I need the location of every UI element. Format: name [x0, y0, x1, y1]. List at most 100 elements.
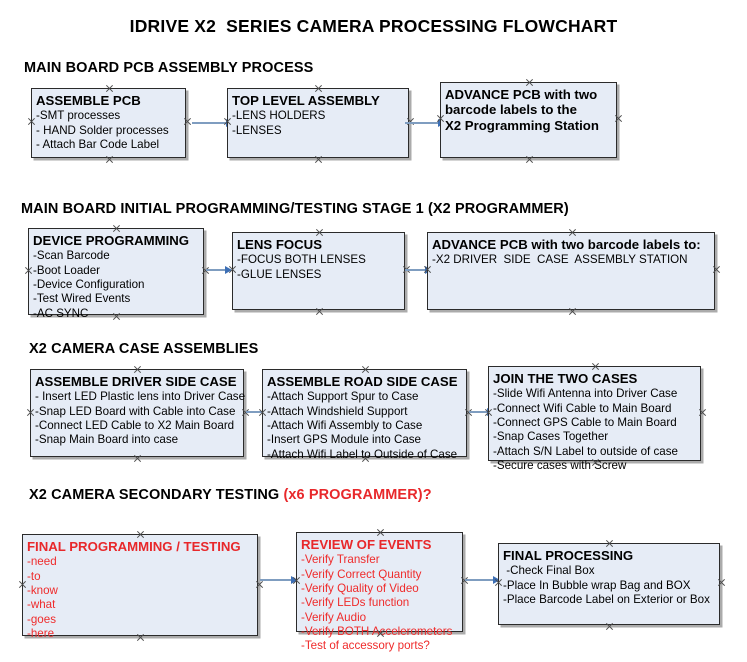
node-line: -Boot Loader: [33, 263, 101, 277]
node-line: -Connect LED Cable to X2 Main Board: [35, 418, 235, 432]
node-line: -Check Final Box: [503, 564, 595, 578]
node-line: -Snap LED Board with Cable into Case: [35, 404, 236, 418]
node-line: -GLUE LENSES: [237, 267, 322, 281]
node-final-processing[interactable]: FINAL PROCESSING -Check Final Box -Place…: [498, 543, 720, 625]
node-line: -Place In Bubble wrap Bag and BOX: [503, 578, 691, 592]
connection-handle-right[interactable]: [614, 114, 623, 123]
node-title: ADVANCE PCB with two barcode labels to t…: [445, 87, 599, 133]
node-assemble-pcb[interactable]: ASSEMBLE PCB -SMT processes - HAND Solde…: [31, 88, 186, 158]
node-join-the-two-cases[interactable]: JOIN THE TWO CASES -Slide Wifi Antenna i…: [488, 366, 701, 472]
connection-handle-top[interactable]: [315, 228, 324, 237]
node-assemble-driver-side-case[interactable]: ASSEMBLE DRIVER SIDE CASE - Insert LED P…: [30, 369, 246, 457]
node-line: - Insert LED Plastic lens into Driver Ca…: [35, 390, 246, 404]
connection-handle-top[interactable]: [591, 362, 600, 371]
node-title: JOIN THE TWO CASES: [493, 371, 638, 386]
node-line: -Connect GPS Cable to Main Board: [493, 415, 677, 429]
arrow-review-of-events-to-final-processing: [465, 575, 500, 584]
section-heading-accent: (x6 PROGRAMMER)?: [283, 487, 432, 503]
node-line: -Secure cases with Screw: [493, 458, 627, 472]
node-line: -Connect Wifi Cable to Main Board: [493, 401, 672, 415]
arrow-top-level-assembly-to-advance-pcb: [405, 118, 445, 127]
node-title: ASSEMBLE PCB: [36, 93, 141, 108]
connection-handle-top[interactable]: [605, 539, 614, 548]
node-line: -LENSES: [232, 123, 282, 137]
node-line: - HAND Solder processes: [36, 123, 169, 137]
node-title: ASSEMBLE DRIVER SIDE CASE: [35, 374, 237, 389]
node-title: ASSEMBLE ROAD SIDE CASE: [267, 374, 458, 389]
section-heading-main-board-initial-programming: MAIN BOARD INITIAL PROGRAMMING/TESTING S…: [21, 201, 569, 217]
node-title: LENS FOCUS: [237, 237, 322, 252]
connection-handle-top[interactable]: [136, 530, 145, 539]
connection-handle-top[interactable]: [525, 78, 534, 87]
connection-handle-top[interactable]: [361, 365, 370, 374]
node-line: -Attach S/N Label to outside of case: [493, 444, 678, 458]
connection-handle-top[interactable]: [105, 84, 114, 93]
node-line: -FOCUS BOTH LENSES: [237, 253, 366, 267]
node-line: -Verify Audio: [301, 610, 367, 624]
node-line-overflow: -Test of accessory ports?: [301, 639, 430, 653]
node-top-level-assembly[interactable]: TOP LEVEL ASSEMBLY -LENS HOLDERS -LENSES: [227, 88, 409, 158]
node-line: -Attach Wifi Assembly to Case: [267, 418, 423, 432]
page-title: IDRIVE X2 SERIES CAMERA PROCESSING FLOWC…: [129, 16, 618, 36]
node-title: FINAL PROCESSING: [503, 548, 634, 563]
node-advance-pcb-to-programming-station[interactable]: ADVANCE PCB with two barcode labels to t…: [440, 82, 617, 158]
node-line: -Verify Correct Quantity: [301, 567, 422, 581]
node-advance-pcb-to-driver-side-case[interactable]: ADVANCE PCB with two barcode labels to: …: [427, 232, 715, 310]
node-line: - Attach Bar Code Label: [36, 137, 160, 151]
node-final-programming-testing[interactable]: FINAL PROGRAMMING / TESTING -need -to -k…: [22, 534, 258, 640]
connection-handle-top[interactable]: [376, 528, 385, 537]
node-line: -Test Wired Events: [33, 292, 131, 306]
node-line: -Device Configuration: [33, 277, 145, 291]
node-line: -Scan Barcode: [33, 249, 110, 263]
node-line: -LENS HOLDERS: [232, 109, 326, 123]
node-line: -Slide Wifi Antenna into Driver Case: [493, 387, 678, 401]
node-line: -Verify LEDs function: [301, 596, 410, 610]
node-line: -here: [27, 626, 55, 640]
node-lens-focus[interactable]: LENS FOCUS -FOCUS BOTH LENSES -GLUE LENS…: [232, 232, 405, 310]
connection-handle-bottom[interactable]: [105, 155, 114, 164]
arrow-device-programming-to-lens-focus: [206, 265, 232, 274]
connection-handle-top[interactable]: [133, 365, 142, 374]
arrow-final-programming-to-review-of-events: [260, 575, 298, 584]
connection-handle-bottom[interactable]: [525, 155, 534, 164]
connection-handle-top[interactable]: [112, 224, 121, 233]
node-line: -to: [27, 569, 41, 583]
node-line: -Snap Cases Together: [493, 430, 609, 444]
node-line: -Snap Main Board into case: [35, 433, 179, 447]
connection-handle-right[interactable]: [698, 408, 707, 417]
node-line: -Attach Support Spur to Case: [267, 390, 419, 404]
connection-handle-bottom[interactable]: [133, 454, 142, 463]
section-heading-x2-camera-case-assemblies: X2 CAMERA CASE ASSEMBLIES: [29, 341, 259, 357]
node-title: TOP LEVEL ASSEMBLY: [232, 93, 380, 108]
node-line: -Attach Windshield Support: [267, 404, 408, 418]
connection-handle-bottom[interactable]: [315, 307, 324, 316]
connection-handle-left[interactable]: [27, 117, 36, 126]
node-assemble-road-side-case[interactable]: ASSEMBLE ROAD SIDE CASE -Attach Support …: [262, 369, 467, 461]
connection-handle-top[interactable]: [314, 84, 323, 93]
node-line: -Attach Wifi Label to Outside of Case: [267, 447, 458, 461]
connection-handle-left[interactable]: [18, 580, 27, 589]
node-line: -goes: [27, 612, 57, 626]
connection-handle-bottom[interactable]: [568, 307, 577, 316]
node-title: ADVANCE PCB with two barcode labels to:: [432, 237, 701, 252]
node-line: -need: [27, 555, 57, 569]
node-device-programming[interactable]: DEVICE PROGRAMMING -Scan Barcode -Boot L…: [28, 228, 204, 320]
connection-handle-left[interactable]: [24, 266, 33, 275]
connection-handle-right[interactable]: [712, 265, 721, 274]
section-heading-main-board-pcb-assembly: MAIN BOARD PCB ASSEMBLY PROCESS: [24, 60, 314, 76]
node-line: -what: [27, 598, 56, 612]
connection-handle-bottom[interactable]: [605, 622, 614, 631]
node-title: FINAL PROGRAMMING / TESTING: [27, 539, 241, 554]
node-line: -X2 DRIVER SIDE CASE ASSEMBLY STATION: [432, 253, 688, 267]
node-line: -Insert GPS Module into Case: [267, 433, 422, 447]
node-line: -Verify Transfer: [301, 553, 380, 567]
connection-handle-right[interactable]: [183, 117, 192, 126]
node-line: -Verify Quality of Video: [301, 581, 419, 595]
connection-handle-top[interactable]: [568, 228, 577, 237]
node-review-of-events[interactable]: REVIEW OF EVENTS -Verify Transfer -Verif…: [296, 532, 463, 652]
connection-handle-left[interactable]: [26, 408, 35, 417]
connection-handle-right[interactable]: [717, 578, 726, 587]
connection-handle-bottom[interactable]: [314, 155, 323, 164]
node-line: -Place Barcode Label on Exterior or Box: [503, 592, 710, 606]
node-title: DEVICE PROGRAMMING: [33, 233, 190, 248]
